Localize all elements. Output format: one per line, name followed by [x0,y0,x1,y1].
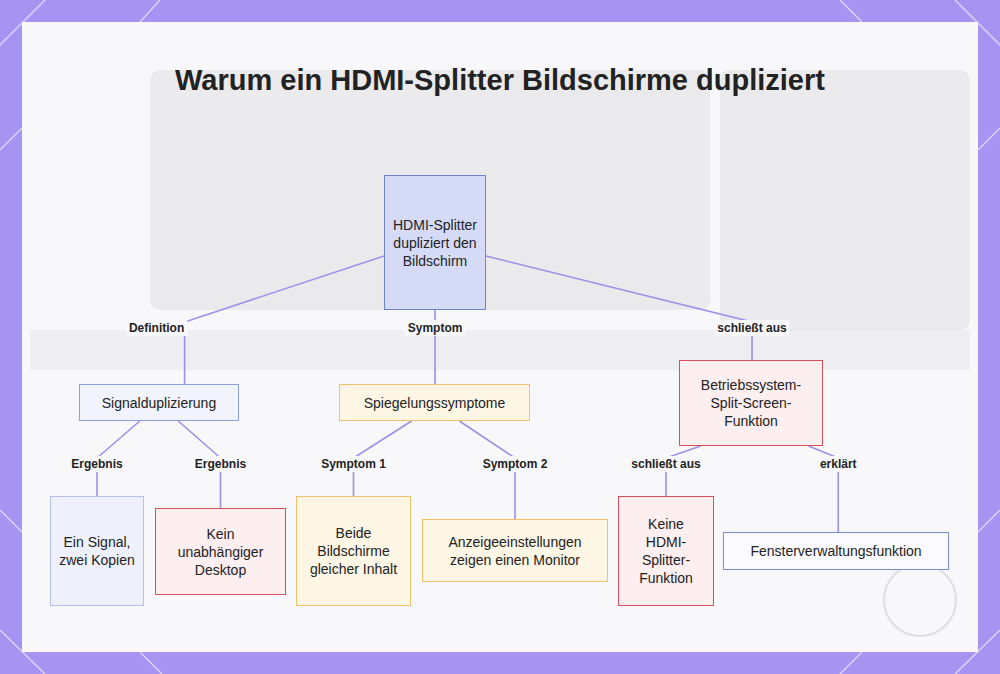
leaf-box: Fensterverwaltungsfunktion [723,532,949,570]
watermark-logo [884,564,956,636]
leaf-box: Ein Signal, zwei Kopien [50,496,144,606]
connector-line [486,256,752,360]
edge-label: schließt aus [628,456,703,472]
text-stack: Spiegelungssymptome [364,394,506,412]
diagram-title: Warum ein HDMI-Splitter Bildschirme dupl… [150,62,850,99]
blurred-backdrop [30,70,970,370]
text-stack: Signalduplizierung [102,394,216,412]
root-box: HDMI-Splitter dupliziert den Bildschirm [384,175,486,310]
edge-label: Symptom 1 [318,456,389,472]
text-stack: HDMI-Splitter dupliziert den Bildschirm [393,216,477,270]
text-stack: Betriebssystem-Split-Screen-Funktion [688,376,814,430]
node-text: Betriebssystem-Split-Screen-Funktion [688,376,814,430]
text-stack: Anzeigeeinstellungen zeigen einen Monito… [431,533,599,569]
leaf-box: Beide Bildschirme gleicher Inhalt [296,496,411,606]
leaf-box: Keine HDMI-Splitter-Funktion [618,496,714,606]
node-text: Beide Bildschirme gleicher Inhalt [305,524,402,578]
edge-label: Symptom [405,320,466,336]
node-text: HDMI-Splitter dupliziert den Bildschirm [393,216,477,270]
node-text: Spiegelungssymptome [364,394,506,412]
category-box: Betriebssystem-Split-Screen-Funktion [679,360,823,446]
edge-label: erklärt [817,456,860,472]
text-stack: Keine HDMI-Splitter-Funktion [627,515,705,587]
text-stack: Beide Bildschirme gleicher Inhalt [305,524,402,578]
text-stack: Kein unabhängiger Desktop [164,525,277,579]
category-box: Spiegelungssymptome [339,384,530,421]
edge-label: Ergebnis [192,456,249,472]
node-text: Anzeigeeinstellungen zeigen einen Monito… [431,533,599,569]
text-stack: Ein Signal, zwei Kopien [59,533,135,569]
edge-label: Definition [126,320,187,336]
text-stack: Fensterverwaltungsfunktion [750,542,921,560]
category-box: Signalduplizierung [79,384,239,421]
edge-label: Ergebnis [68,456,125,472]
edge-label: Symptom 2 [480,456,551,472]
node-text: Ein Signal, zwei Kopien [59,533,135,569]
node-text: Fensterverwaltungsfunktion [750,542,921,560]
connector-line [185,256,384,384]
edge-label: schließt aus [714,320,789,336]
node-text: Kein unabhängiger Desktop [164,525,277,579]
leaf-box: Kein unabhängiger Desktop [155,508,286,595]
card [22,22,978,652]
node-text: Signalduplizierung [102,394,216,412]
node-text: Keine HDMI-Splitter-Funktion [627,515,705,587]
leaf-box: Anzeigeeinstellungen zeigen einen Monito… [422,519,608,582]
